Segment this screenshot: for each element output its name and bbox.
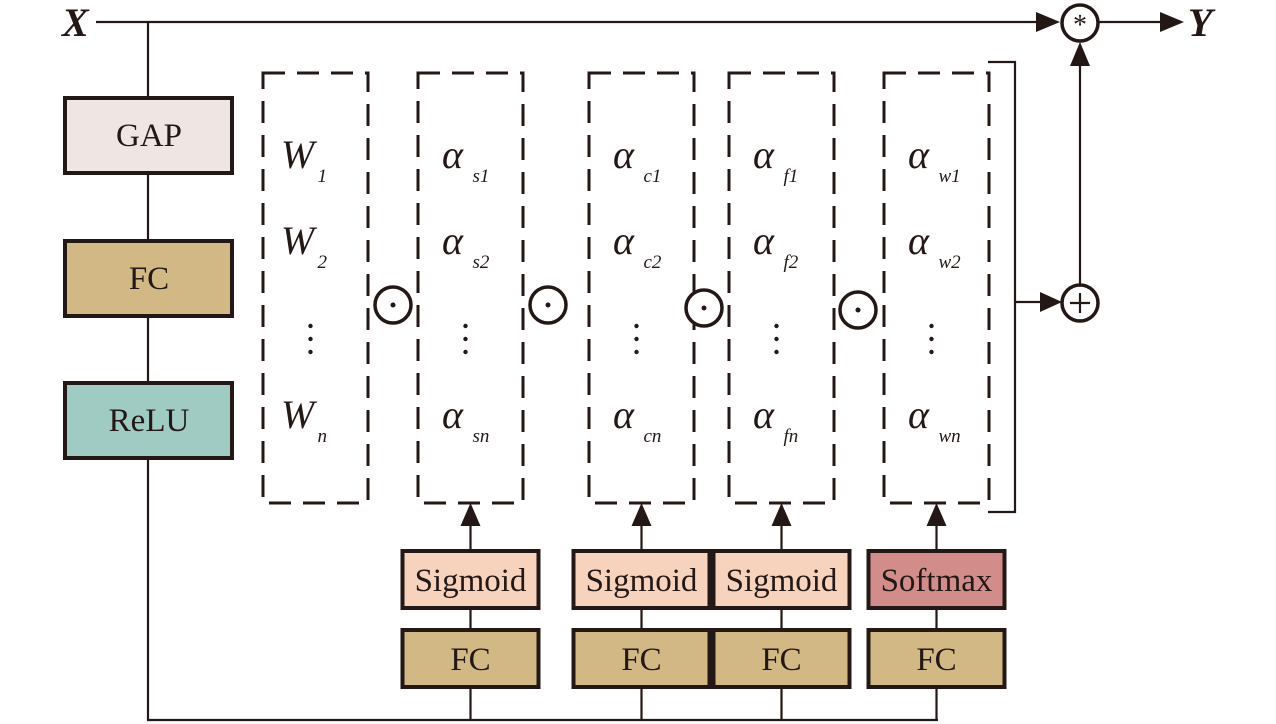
spatial-up-arrow-icon [460,503,481,526]
weights-ellipsis-dot [308,336,313,342]
channel-sigmoid-box [571,549,712,610]
kernel-entry-subscript: w1 [939,166,961,187]
elementwise-dot [390,302,396,308]
filter-sigmoid-box [711,549,852,610]
channel-ellipsis-dot [634,323,639,329]
output-arrow-icon [1160,12,1184,32]
channel-ellipsis-dot [634,336,639,342]
channel-fc-label: FC [621,642,661,678]
elementwise-product-icon [684,288,724,328]
filter-entry-subscript: f2 [784,252,799,273]
left-relu-box [63,381,234,460]
filter-vector-box [727,71,836,505]
filter-fc-box [711,628,852,689]
kernel-entry-subscript: wn [939,426,961,447]
left-relu-label: ReLU [109,403,190,439]
mul-up-arrow-icon [1070,42,1090,66]
kernel-ellipsis-dot [929,323,934,329]
channel-entry-subscript: cn [644,426,662,447]
spatial-ellipsis-dot [463,323,468,329]
spatial-entry-symbol: α [442,392,464,437]
kernel-ellipsis-dot [929,336,934,342]
kernel-entry-symbol: α [908,218,930,263]
channel-entry-symbol: α [613,132,635,177]
channel-entry-subscript: c1 [644,166,662,187]
spatial-entry-subscript: sn [473,426,490,447]
filter-ellipsis-dot [774,323,779,329]
kernel-fc-box [866,628,1007,689]
weights-entry-subscript: n [318,426,328,447]
spatial-fc-label: FC [450,642,490,678]
weights-entry-subscript: 2 [318,252,328,273]
left-gap-box [63,96,234,175]
filter-ellipsis-dot [774,336,779,342]
output-y-label: Y [1188,0,1216,45]
filter-entry-subscript: f1 [784,166,799,187]
filter-entry-symbol: α [753,218,775,263]
kernel-entry-subscript: w2 [939,252,962,273]
spatial-ellipsis-dot [463,336,468,342]
spatial-entry-subscript: s1 [473,166,490,187]
kernel-vector-box [882,71,991,505]
channel-entry-subscript: c2 [644,252,662,273]
weights-ellipsis-dot [308,323,313,329]
channel-fc-box [571,628,712,689]
channel-up-arrow-icon [631,503,652,526]
spatial-activation-label: Sigmoid [415,563,527,599]
filter-entry-symbol: α [753,392,775,437]
kernel-up-arrow-icon [926,503,947,526]
spatial-vector-box [416,71,525,505]
channel-entry-symbol: α [613,392,635,437]
sum-arrow-icon [1040,292,1062,312]
spatial-entry-symbol: α [442,218,464,263]
channel-entry-symbol: α [613,218,635,263]
spatial-entry-symbol: α [442,132,464,177]
sum-bracket [988,60,1017,514]
elementwise-dot [545,302,551,308]
elementwise-dot [855,307,861,313]
kernel-ellipsis-dot [929,349,934,355]
left-gap-label: GAP [116,118,182,154]
kernel-entry-symbol: α [908,132,930,177]
input-x-label: X [60,0,90,45]
filter-up-arrow-icon [771,503,792,526]
filter-ellipsis-dot [774,349,779,355]
weights-entry-symbol: W [281,392,318,437]
weights-entry-symbol: W [281,132,318,177]
weights-entry-symbol: W [281,218,318,263]
filter-fc-label: FC [761,642,801,678]
channel-ellipsis-dot [634,349,639,355]
filter-entry-symbol: α [753,132,775,177]
kernel-fc-label: FC [916,642,956,678]
elementwise-product-icon [838,290,878,330]
weights-vector-box [261,71,370,505]
elementwise-product-icon [373,285,413,325]
spatial-ellipsis-dot [463,349,468,355]
channel-vector-box [587,71,696,505]
weights-entry-subscript: 1 [318,166,328,187]
left-fc-label: FC [129,261,169,297]
channel-activation-label: Sigmoid [586,563,698,599]
input-arrow-icon [1036,12,1060,32]
filter-activation-label: Sigmoid [726,563,838,599]
spatial-entry-subscript: s2 [473,252,490,273]
kernel-activation-label: Softmax [881,563,993,599]
kernel-entry-symbol: α [908,392,930,437]
elementwise-dot [701,305,707,311]
left-stack: GAP FC ReLU [63,96,234,460]
elementwise-product-icon [528,285,568,325]
weights-ellipsis-dot [308,349,313,355]
left-fc-box [63,239,234,318]
multiply-symbol: * [1073,10,1087,41]
filter-entry-subscript: fn [784,426,799,447]
